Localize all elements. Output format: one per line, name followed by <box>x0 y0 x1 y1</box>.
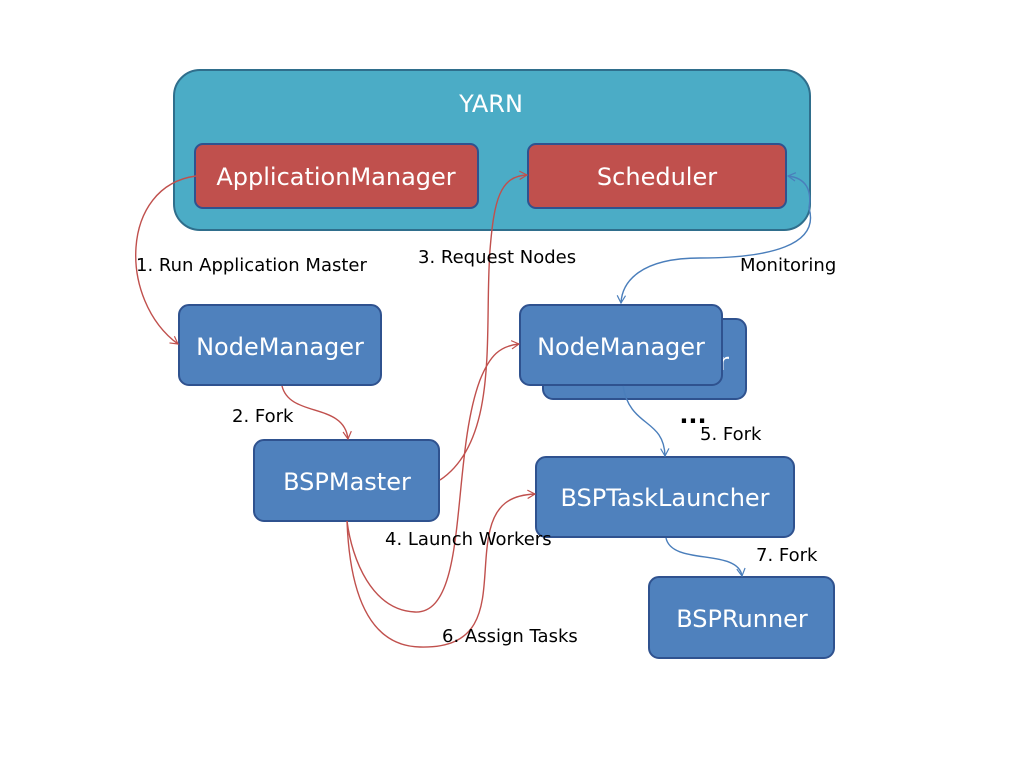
node-manager-left-box: NodeManager <box>178 304 382 386</box>
node-manager-back-label: r <box>719 348 729 376</box>
bsp-task-launcher-label: BSPTaskLauncher <box>560 484 769 512</box>
step6-label: 6. Assign Tasks <box>442 626 578 647</box>
scheduler-label: Scheduler <box>597 163 717 191</box>
step3-label: 3. Request Nodes <box>418 247 576 268</box>
node-manager-left-label: NodeManager <box>196 333 364 361</box>
bsp-master-label: BSPMaster <box>283 468 411 496</box>
scheduler-box: Scheduler <box>527 143 787 209</box>
ellipsis-label: ... <box>679 401 706 429</box>
yarn-title: YARN <box>458 90 523 118</box>
step1-label: 1. Run Application Master <box>136 255 367 276</box>
step5-label: 5. Fork <box>700 424 762 445</box>
arrow-monitoring-head <box>786 172 811 209</box>
bsp-master-box: BSPMaster <box>253 439 440 522</box>
arrow-monitoring <box>616 207 812 305</box>
arrow-launch-workers <box>346 340 521 613</box>
arrow-assign-tasks <box>346 489 537 648</box>
arrow-fork-task-launcher <box>622 385 670 458</box>
application-manager-label: ApplicationManager <box>216 163 455 191</box>
node-manager-right-label: NodeManager <box>537 333 705 361</box>
application-manager-box: ApplicationManager <box>194 143 479 209</box>
monitoring-label: Monitoring <box>740 255 836 276</box>
step4-label: 4. Launch Workers <box>385 529 552 550</box>
node-manager-right-box: NodeManager <box>519 304 723 386</box>
bsp-runner-label: BSPRunner <box>676 605 808 633</box>
step7-label: 7. Fork <box>756 545 818 566</box>
bsp-runner-box: BSPRunner <box>648 576 835 659</box>
arrow-fork-bsp-runner <box>665 537 746 578</box>
bsp-task-launcher-box: BSPTaskLauncher <box>535 456 795 538</box>
arrow-request-nodes <box>439 170 529 481</box>
step2-label: 2. Fork <box>232 406 294 427</box>
arrow-fork-bsp-master <box>281 385 352 441</box>
arrow-run-application-master <box>135 175 197 345</box>
